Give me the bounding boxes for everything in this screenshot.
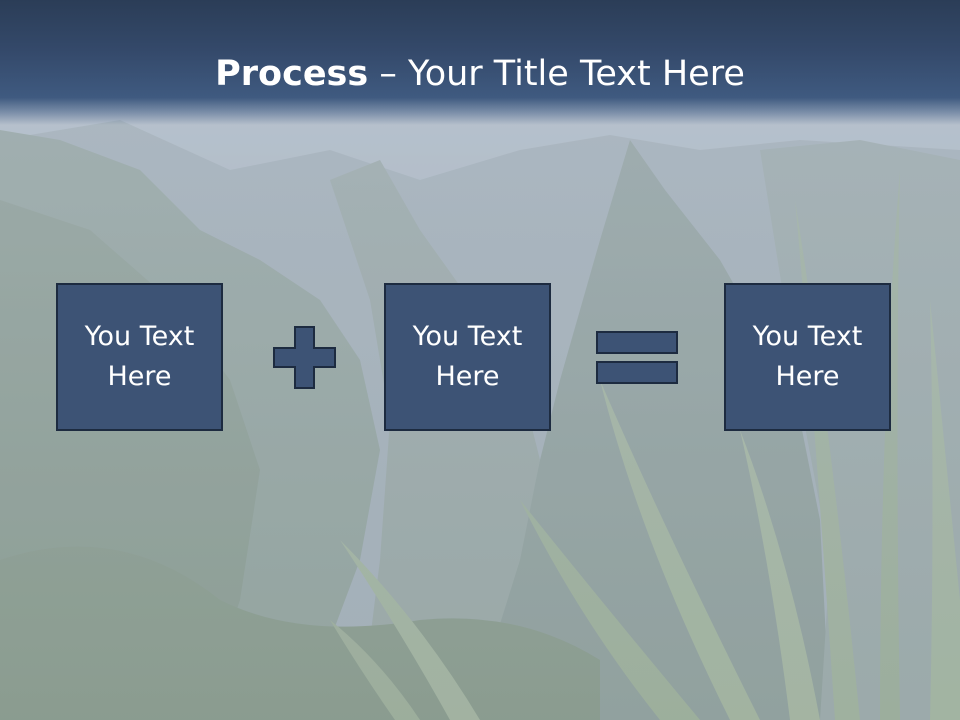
- title-bold: Process: [215, 54, 369, 94]
- process-box-2[interactable]: You Text Here: [384, 283, 551, 431]
- title-bar: [0, 0, 960, 125]
- process-box-3-label: You Text Here: [752, 321, 863, 392]
- process-box-1-label: You Text Here: [84, 321, 195, 392]
- process-box-3[interactable]: You Text Here: [724, 283, 891, 431]
- slide-title: Process – Your Title Text Here: [0, 52, 960, 96]
- title-rest: – Your Title Text Here: [368, 54, 745, 94]
- process-box-2-label: You Text Here: [412, 321, 523, 392]
- process-box-1[interactable]: You Text Here: [56, 283, 223, 431]
- plus-icon: [273, 326, 336, 389]
- equals-icon: [596, 331, 678, 384]
